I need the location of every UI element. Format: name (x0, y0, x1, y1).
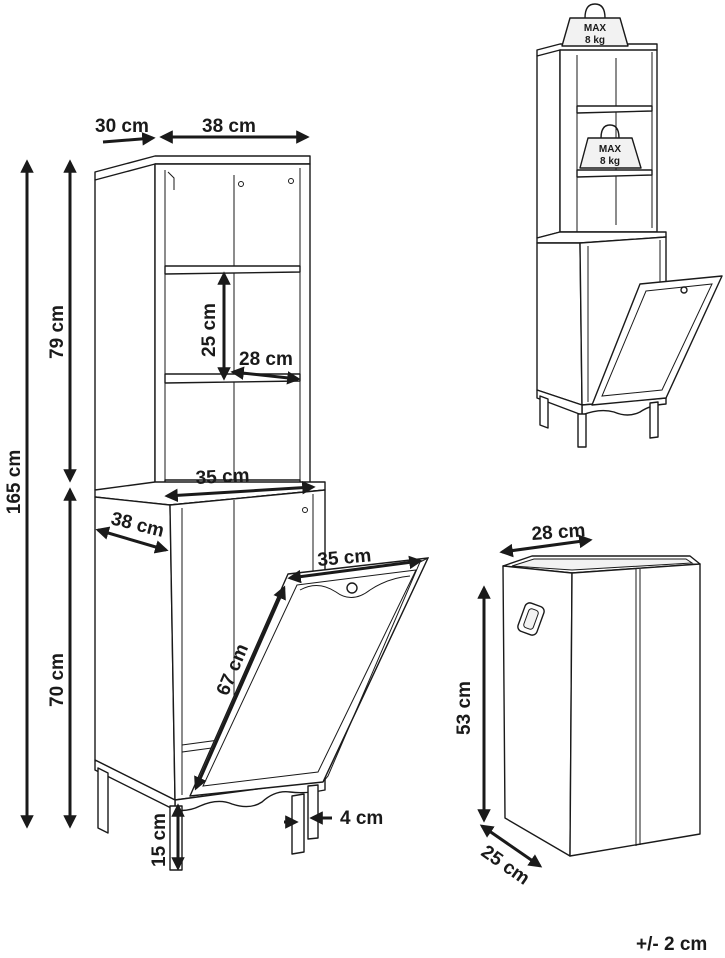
cabinet-depth-arrow (95, 526, 169, 554)
label-depth-top: 30 cm (95, 116, 149, 137)
label-leg-height: 15 cm (149, 813, 170, 867)
cabinet-main-drawing (94, 155, 430, 871)
label-lower-height: 70 cm (47, 653, 68, 707)
basket-dimension-lines (477, 534, 593, 868)
label-shelf-gap: 25 cm (199, 303, 220, 357)
flap-width-arrow (287, 555, 423, 584)
weight-limit-shelf-line2: 8 kg (600, 156, 620, 167)
label-upper-height: 79 cm (47, 305, 68, 359)
basket-depth-arrow (479, 824, 543, 868)
label-width-top: 38 cm (202, 116, 256, 137)
label-shelf-depth: 28 cm (239, 349, 293, 370)
weight-limit-top-line2: 8 kg (585, 35, 605, 46)
label-basket-depth: 25 cm (477, 841, 533, 889)
label-total-height: 165 cm (4, 450, 25, 514)
cabinet-loaded-view: MAX 8 kg MAX 8 kg (536, 3, 723, 448)
label-flap-width: 35 cm (317, 545, 373, 571)
label-leg-width: 4 cm (340, 808, 383, 829)
laundry-basket-drawing (502, 555, 701, 857)
label-inner-width: 35 cm (195, 465, 250, 489)
depth-top-arrow (102, 132, 156, 146)
weight-icon: MAX 8 kg (579, 124, 642, 169)
weight-icon: MAX 8 kg (561, 3, 629, 47)
label-tolerance: +/- 2 cm (636, 934, 707, 955)
flap-length-arrow (194, 585, 286, 791)
label-basket-height: 53 cm (454, 681, 475, 735)
inner-width-arrow (164, 480, 316, 503)
basket-width-arrow (499, 534, 593, 558)
weight-limit-top-line1: MAX (584, 23, 607, 34)
shelf-depth-arrow (230, 366, 301, 385)
dimension-lines (20, 130, 423, 871)
label-basket-width: 28 cm (531, 520, 586, 545)
weight-limit-shelf-line1: MAX (599, 144, 622, 155)
